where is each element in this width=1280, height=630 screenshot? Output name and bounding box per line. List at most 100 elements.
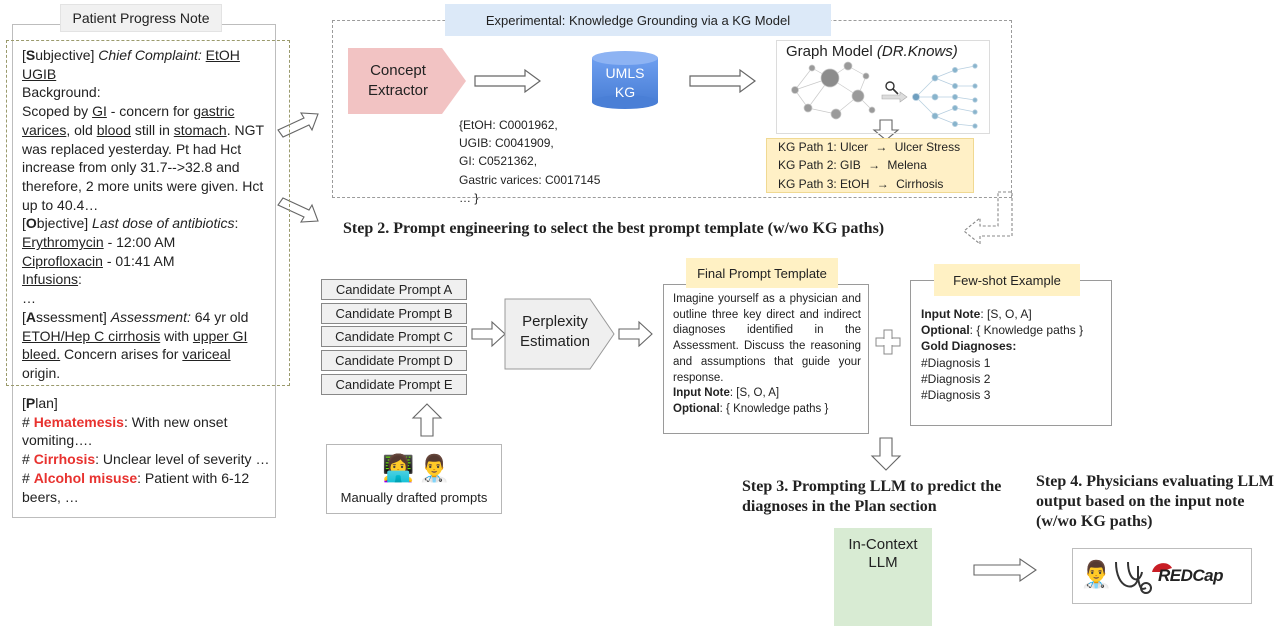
graph-model-box [776, 40, 990, 134]
background-label: Background: [22, 84, 101, 101]
plan-item: # Hematemesis: With new onset vomiting…. [22, 414, 227, 449]
redcap-label: REDCap [1158, 566, 1224, 585]
soa-text: [Subjective] Chief Complaint: EtOH UGIB … [22, 46, 272, 383]
candidate-prompt-b: Candidate Prompt B [321, 303, 467, 324]
p-rest: lan] [35, 395, 58, 411]
few-shot-title: Few-shot Example [934, 264, 1080, 296]
arrow-kg-to-step2 [963, 191, 1013, 246]
cui-list: {EtOH: C0001962, UGIB: C0041909, GI: C05… [459, 116, 619, 207]
final-optional-label: Optional [673, 402, 720, 415]
kg-path-label: KG Path 1: Ulcer [778, 140, 869, 154]
chief-complaint-value: EtOH UGIB [22, 47, 240, 82]
cui-item: Gastric varices: C0017145 [459, 172, 601, 187]
kg-path-arrow: → [868, 158, 881, 172]
stethoscope-icon [1115, 561, 1152, 594]
plan-desc: : Patient with 6-12 beers, … [22, 469, 250, 505]
kg-path-2: KG Path 2: GIB → Melena [778, 158, 927, 174]
graph-model-label: Graph Model [786, 43, 873, 60]
candidate-prompt-d: Candidate Prompt D [321, 350, 467, 371]
assessment-upper-gi: upper GI bleed. [22, 327, 248, 363]
doctor-icon: 👨‍⚕️ [418, 454, 451, 484]
experimental-title: Experimental: Knowledge Grounding via a … [445, 4, 831, 36]
infusions-ellipsis: … [22, 290, 36, 307]
kg-paths-box [766, 138, 974, 193]
plus-icon [875, 329, 901, 355]
manual-prompts-box [326, 444, 502, 514]
kg-path-label: KG Path 3: EtOH [778, 177, 870, 191]
cui-item: … } [459, 190, 479, 205]
plan-hash: # [22, 469, 34, 486]
graph-model-title: Graph Model (DR.Knows) [786, 43, 958, 60]
arrow-manual-to-candidates [411, 403, 443, 437]
assessment-variceal: variceal [182, 346, 231, 363]
arrow-candidates-to-perplexity [471, 320, 506, 348]
graph-network-illustration [791, 61, 876, 120]
step3-title: Step 3. Prompting LLM to predict the dia… [742, 478, 1002, 515]
cui-item: {EtOH: C0001962, [459, 118, 558, 132]
concept-extractor-label: Concept Extractor [367, 62, 428, 99]
plan-text: [Plan] # Hematemesis: With new onset vom… [22, 394, 272, 506]
a-letter: A [25, 308, 37, 325]
antibiotics-colon: : [234, 215, 239, 232]
physician-icon: 👨‍⚕️ [1080, 560, 1113, 590]
magnifier-icon [885, 81, 899, 95]
kg-path-arrow: → [876, 177, 889, 191]
llm-label: In-Context LLM [848, 536, 918, 571]
final-prompt-body: Imagine yourself as a physician and outl… [673, 293, 861, 384]
chief-complaint-label: Chief Complaint: [98, 47, 202, 63]
bg-part-5: . NGT was replaced yesterday. Pt had Hct… [22, 121, 264, 213]
arrow-umls-to-graph [689, 68, 757, 94]
fs-input-label: Input Note [921, 307, 981, 321]
kg-path-target: Ulcer Stress [894, 140, 961, 154]
bg-part-4: still in [130, 121, 174, 138]
bg-part-2: - concern for [106, 103, 194, 120]
graph-tree-illustration [912, 63, 978, 129]
drug-erythromycin: Erythromycin [22, 234, 104, 251]
plan-desc: : Unclear level of severity … [95, 451, 270, 468]
concept-extractor-shape [348, 48, 466, 114]
cui-item: UGIB: C0041909, [459, 136, 554, 151]
arrow-note-to-step2 [277, 197, 319, 223]
s-letter: S [25, 47, 36, 63]
assessment-part-3: Concern arises for [60, 346, 183, 363]
patient-note-title: Patient Progress Note [60, 4, 222, 32]
fs-diagnosis: #Diagnosis 1 [921, 355, 991, 370]
assessment-etoh: ETOH/Hep C cirrhosis [22, 327, 161, 344]
perplexity-label: Perplexity Estimation [519, 313, 591, 350]
plan-term-cirrhosis: Cirrhosis [33, 451, 96, 468]
assessment-part-1: 64 yr old [190, 308, 249, 325]
kg-label: KG [614, 84, 636, 100]
patient-note-box [12, 24, 276, 518]
o-letter: O [25, 215, 37, 232]
fs-input-value: : [S, O, A] [980, 307, 1032, 321]
arrow-llm-to-redcap [973, 557, 1037, 583]
drug-erythromycin-time: - 12:00 AM [103, 234, 176, 251]
final-prompt-text: Imagine yourself as a physician and outl… [673, 292, 861, 418]
plan-hash: # [22, 451, 34, 468]
arrow-graph-inner [881, 91, 908, 103]
a-rest: ssessment] [36, 308, 111, 325]
drug-ciprofloxacin-time: - 01:41 AM [102, 252, 175, 269]
perplexity-shape [504, 298, 615, 370]
s-open: [ [22, 47, 26, 63]
candidate-prompt-e: Candidate Prompt E [321, 374, 467, 395]
llm-box [834, 528, 932, 626]
p-letter: P [25, 395, 36, 411]
bg-part-1: Scoped by [22, 103, 93, 120]
infusions-colon: : [78, 271, 82, 288]
plan-desc: : With new onset vomiting…. [22, 413, 228, 449]
candidate-prompt-a: Candidate Prompt A [321, 279, 467, 300]
umls-label: UMLS [605, 65, 645, 81]
bg-part-3: , old [66, 121, 97, 138]
final-prompt-title: Final Prompt Template [686, 258, 838, 288]
kg-path-3: KG Path 3: EtOH → Cirrhosis [778, 177, 943, 193]
final-optional-value: : { Knowledge paths } [719, 402, 829, 415]
step4-title: Step 4. Physicians evaluating LLM output… [1036, 473, 1274, 530]
umls-kg-label: UMLS KG [590, 64, 660, 102]
candidate-prompt-c: Candidate Prompt C [321, 326, 467, 347]
umls-kg-cylinder [592, 51, 658, 109]
kg-path-target: Melena [887, 158, 927, 172]
graph-model-name: (DR.Knows) [876, 43, 958, 60]
bg-gi: GI [92, 103, 107, 120]
arrow-graph-to-kg-paths [872, 119, 900, 141]
